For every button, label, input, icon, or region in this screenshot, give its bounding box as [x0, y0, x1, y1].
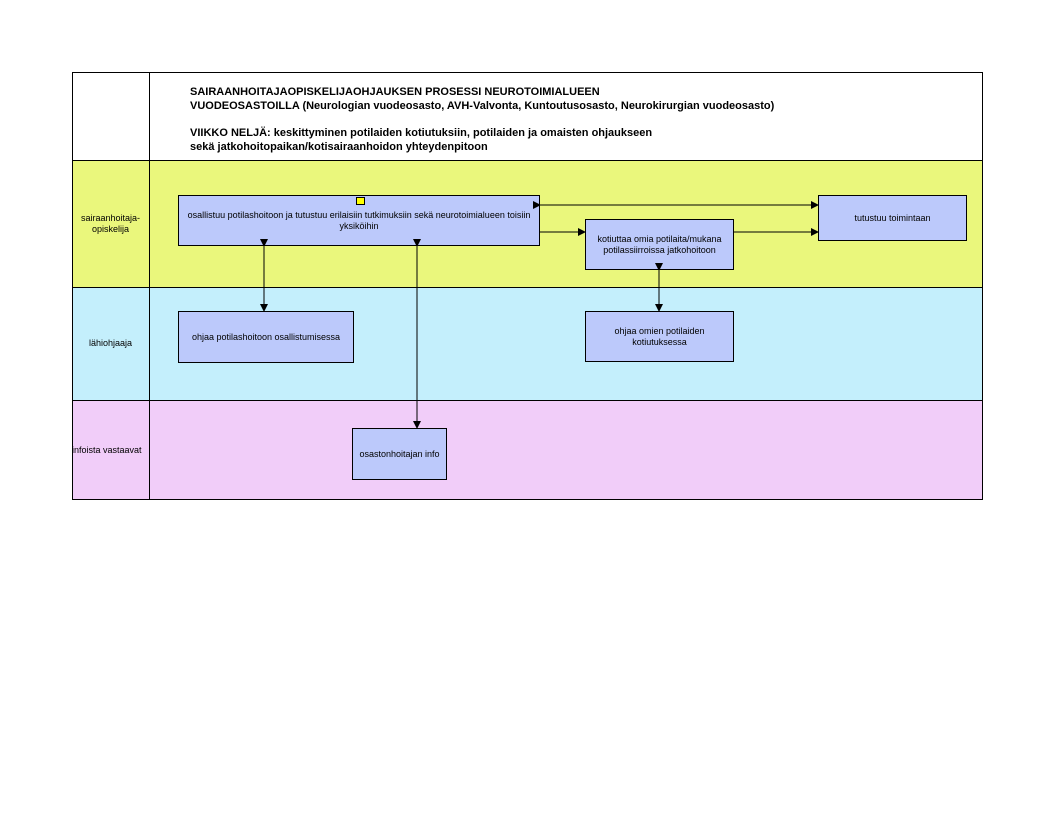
lane-infoista-vastaavat [72, 400, 983, 500]
lane-label-lahiohjaaja: lähiohjaaja [88, 338, 133, 348]
box-osallistuu-potilashoitoon: osallistuu potilashoitoon ja tutustuu er… [178, 195, 540, 246]
box-tutustuu-toimintaan: tutustuu toimintaan [818, 195, 967, 241]
box-osastonhoitajan-info: osastonhoitajan info [352, 428, 447, 480]
lane-label-divider [149, 72, 150, 500]
box-kotiuttaa-potilaita: kotiuttaa omia potilaita/mukana potilass… [585, 219, 734, 270]
header-row [72, 72, 983, 160]
diagram-subtitle-line-2: sekä jatkohoitopaikan/kotisairaanhoidon … [190, 141, 488, 153]
diagram-subtitle-line-1: VIIKKO NELJÄ: keskittyminen potilaiden k… [190, 127, 653, 139]
diagram-frame [72, 72, 983, 500]
box-ohjaa-potilashoitoon: ohjaa potilashoitoon osallistumisessa [178, 311, 354, 363]
lane-label-sairaanhoitaja-opiskelija: sairaanhoitaja- opiskelija [80, 212, 141, 234]
diagram-title-line-2: VUODEOSASTOILLA (Neurologian vuodeosasto… [190, 100, 775, 112]
diagram-title-line-1: SAIRAANHOITAJAOPISKELIJAOHJAUKSEN PROSES… [190, 86, 600, 98]
note-icon [356, 197, 365, 205]
lane-label-infoista-vastaavat: infoista vastaavat [72, 444, 142, 455]
